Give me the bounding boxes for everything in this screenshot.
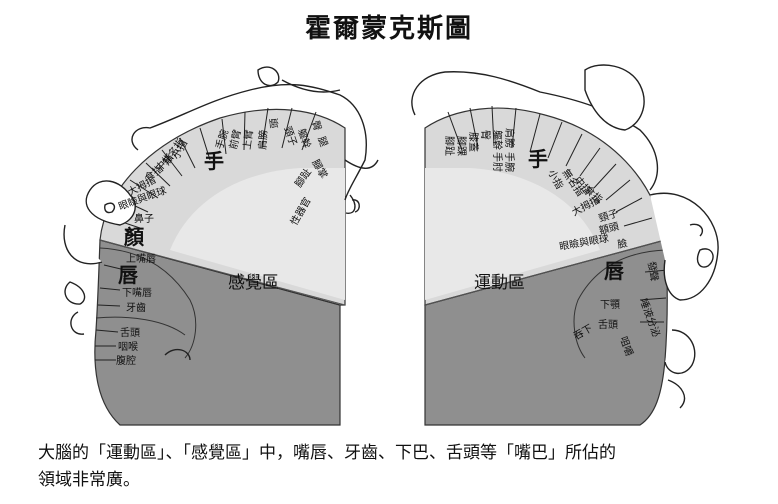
sensory-cortex <box>94 107 346 426</box>
sensory-label: 鼻子 <box>134 212 154 225</box>
motor-label: 手腕 <box>503 152 516 172</box>
motor-label: 腳趾 <box>443 136 456 156</box>
motor-label: 軀幹 <box>491 130 504 150</box>
motor-region-label: 運動區 <box>474 273 525 293</box>
sensory-center <box>170 168 345 300</box>
motor-label-large: 手 <box>528 147 548 171</box>
sensory-lower-area <box>94 239 341 426</box>
motor-label: 下顎 <box>600 299 620 311</box>
sensory-label: 上臂 <box>240 129 256 151</box>
sensory-label-large: 唇 <box>118 263 139 287</box>
motor-label: 肩膀 <box>503 128 516 148</box>
caption-line: 大腦的「運動區」、「感覺區」中，嘴唇、牙齒、下巴、舌頭等「嘴巴」所佔的 <box>38 443 616 463</box>
motor-label: 臀 <box>479 130 491 140</box>
sensory-label: 腿 <box>315 135 330 149</box>
sensory-label: 牙齒 <box>126 302 146 314</box>
sensory-label-large: 手 <box>204 149 224 173</box>
caption-line: 領域非常廣。 <box>38 470 140 490</box>
motor-label: 手肘 <box>491 152 504 172</box>
sensory-label: 下嘴唇 <box>122 287 152 299</box>
sensory-region-label: 感覺區 <box>228 273 279 293</box>
sensory-label: 咽喉 <box>118 341 138 353</box>
sensory-label: 舌頭 <box>120 327 140 339</box>
sensory-label: 臀 <box>309 119 324 132</box>
sensory-label: 肩膀 <box>256 130 270 150</box>
caption: 大腦的「運動區」、「感覺區」中，嘴唇、牙齒、下巴、舌頭等「嘴巴」所佔的 領域非常… <box>38 440 728 494</box>
sensory-label: 腹腔 <box>116 354 136 367</box>
motor-center <box>425 168 600 300</box>
motor-label: 發聲 <box>645 260 661 282</box>
motor-label: 頸子 <box>597 207 620 225</box>
motor-label-large: 唇 <box>604 259 625 283</box>
motor-cortex <box>424 105 669 426</box>
motor-label: 膝蓋 <box>467 132 480 152</box>
sensory-label: 頭 <box>268 118 281 129</box>
motor-label: 腳踝 <box>455 136 467 156</box>
sensory-homunculus-outline <box>63 66 379 361</box>
motor-label: 舌頭 <box>598 319 618 331</box>
sensory-label-large: 顏 <box>124 225 145 249</box>
page-title: 霍爾蒙克斯圖 <box>304 14 473 44</box>
sensory-label: 上嘴唇 <box>126 253 156 265</box>
motor-label: 臉 <box>616 236 628 251</box>
motor-homunculus-outline <box>411 64 719 409</box>
